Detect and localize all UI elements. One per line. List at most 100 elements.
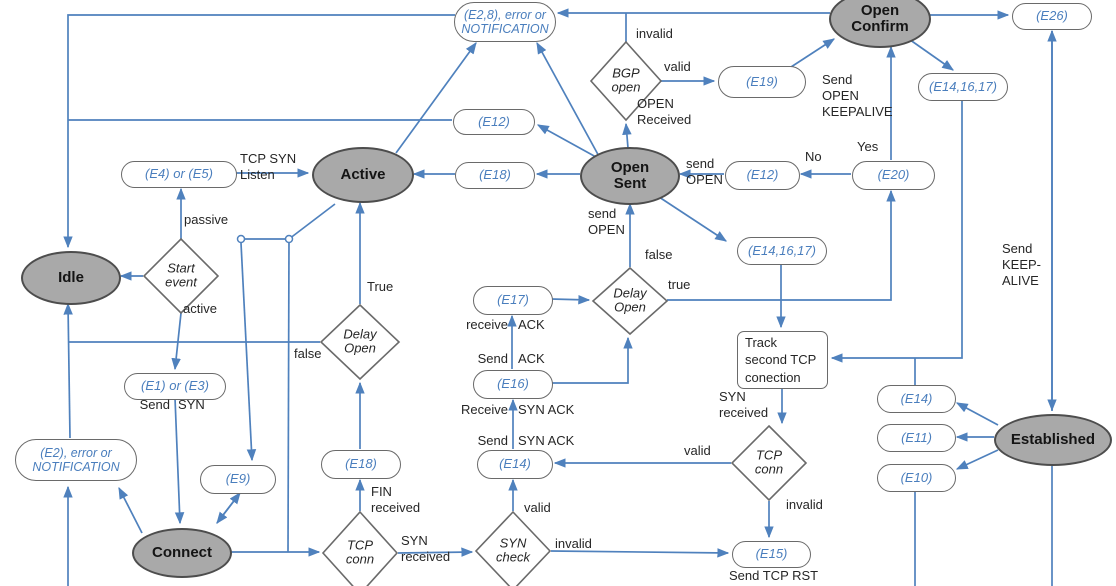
label-invalid-top: invalid (636, 26, 673, 41)
decision-bgp-open-shape (589, 40, 663, 122)
label-send-syn-left: Send (139, 397, 170, 412)
decision-syn-check-shape (474, 510, 552, 586)
event-e10-right: (E10) (877, 464, 956, 492)
decision-delay-open-mid-label: Delay Open (613, 285, 647, 315)
decision-delay-open-left-shape (319, 303, 401, 381)
state-open-confirm: Open Confirm (829, 0, 931, 48)
label-send-open-keepalive: Send OPEN KEEPALIVE (822, 72, 893, 119)
label-send-syn-right: SYN (178, 397, 205, 412)
event-error-top: (E2,8), error or NOTIFICATION (454, 2, 556, 42)
label-passive: passive (184, 212, 229, 227)
decision-tcp-conn-right-shape (730, 424, 808, 502)
label-send-open-mid: send OPEN (588, 206, 625, 237)
label-receive-ack-right: ACK (518, 317, 545, 332)
edge-errortop-to-idle (63, 14, 455, 249)
edge-delaymid-true-to-e20 (667, 189, 896, 301)
label-receive-syn-ack-left: Receive (461, 402, 508, 417)
decision-delay-open-mid-shape (591, 266, 669, 336)
decision-bgp-open-label: BGP open (611, 65, 641, 95)
state-open-sent: Open Sent (580, 147, 680, 205)
edge-established-to-e14right (955, 402, 999, 426)
event-e18-bottom: (E18) (321, 450, 401, 479)
edge-e141617top-to-track (830, 99, 963, 363)
edge-e9-to-connect (216, 492, 241, 524)
event-e26: (E26) (1012, 3, 1092, 30)
label-syn-received-right: SYN received (719, 389, 769, 420)
state-idle: Idle (21, 251, 121, 305)
edge-startevent-active-to-e1e3 (171, 312, 182, 371)
edge-junctionb-down (287, 238, 290, 553)
decision-tcp-conn-right-label: TCP conn (754, 447, 784, 477)
label-send-open-right: send OPEN (686, 156, 723, 187)
label-false-mid: false (645, 247, 673, 262)
label-open-received: OPEN Received (637, 96, 692, 127)
label-invalid-syn-check: invalid (555, 536, 592, 551)
decision-tcp-conn-bottom-label: TCP conn (345, 537, 375, 567)
event-e20: (E20) (852, 161, 935, 190)
label-false-left: false (294, 346, 322, 361)
edge-active-to-errortop (395, 42, 477, 154)
label-send-keep-alive: Send KEEP- ALIVE (1002, 241, 1042, 288)
label-send-syn-ack-left: Send (477, 433, 508, 448)
edge-opensent-to-errortop (536, 41, 602, 161)
event-e19: (E19) (718, 66, 806, 98)
event-e9: (E9) (200, 465, 276, 494)
edge-connect-to-errorleft (118, 486, 143, 534)
edge-tcpbottom-to-syncheck (397, 547, 474, 557)
label-send-tcp-rst: Send TCP RST (729, 568, 819, 583)
event-e14-right: (E14) (877, 385, 956, 413)
edge-e1e3-to-connect (174, 397, 185, 525)
edge-e19-to-openconfirm (790, 38, 835, 68)
junction-dot-b (284, 234, 294, 244)
event-e15: (E15) (732, 541, 811, 568)
decision-delay-open-left-label: Delay Open (343, 326, 377, 356)
label-receive-syn-ack-right: SYN ACK (518, 402, 575, 417)
edge-e17-to-delaymid (550, 294, 591, 305)
event-e11-right: (E11) (877, 424, 956, 452)
event-error-left: (E2), error or NOTIFICATION (15, 439, 137, 481)
label-valid-syn-check: valid (524, 500, 551, 515)
event-e18-mid: (E18) (455, 162, 535, 189)
edge-opensent-to-bgpopen (622, 122, 632, 149)
event-e12-right: (E12) (725, 161, 800, 190)
label-no: No (805, 149, 822, 164)
edge-errorleft-to-idle (63, 302, 73, 439)
label-tcp-syn-listen: TCP SYN Listen (240, 151, 297, 182)
label-syn-received-bottom: SYN received (401, 533, 451, 564)
event-e4-or-e5: (E4) or (E5) (121, 161, 237, 188)
label-active: active (183, 301, 217, 316)
decision-start-event-shape (142, 237, 220, 315)
state-active: Active (312, 147, 414, 203)
event-e12-top: (E12) (453, 109, 535, 135)
label-invalid-tcp-right: invalid (786, 497, 823, 512)
event-e14-16-17-top: (E14,16,17) (918, 73, 1008, 101)
decision-start-event-label: Start event (165, 260, 197, 290)
state-established: Established (994, 414, 1112, 466)
label-receive-ack-left: receive (466, 317, 508, 332)
label-send-ack-right: ACK (518, 351, 545, 366)
edge-established-to-e10right (955, 449, 999, 470)
state-connect: Connect (132, 528, 232, 578)
label-true-left: True (367, 279, 394, 294)
edge-opensent-to-e12top (536, 124, 597, 158)
edge-syncheck-invalid-to-e15 (550, 548, 730, 558)
decision-tcp-conn-bottom-shape (321, 510, 399, 586)
event-e17: (E17) (473, 286, 553, 315)
label-yes: Yes (857, 139, 879, 154)
label-valid-tcp-right: valid (684, 443, 711, 458)
label-valid-top: valid (664, 59, 691, 74)
label-send-syn-ack-right: SYN ACK (518, 433, 575, 448)
edge-opensent-to-e141617mid (655, 194, 727, 242)
edge-junctiona-to-e9 (240, 242, 257, 462)
process-track-second-tcp: Track second TCP conection (737, 331, 828, 389)
label-fin-received: FIN received (371, 484, 421, 515)
label-true-mid: true (668, 277, 691, 292)
edge-openconfirm-to-e141617top (905, 36, 954, 71)
event-e1-or-e3: (E1) or (E3) (124, 373, 226, 400)
edge-e16-to-delaymid (551, 336, 633, 384)
event-e16: (E16) (473, 370, 553, 399)
event-e14-bottom: (E14) (477, 450, 553, 479)
label-send-ack-left: Send (477, 351, 508, 366)
